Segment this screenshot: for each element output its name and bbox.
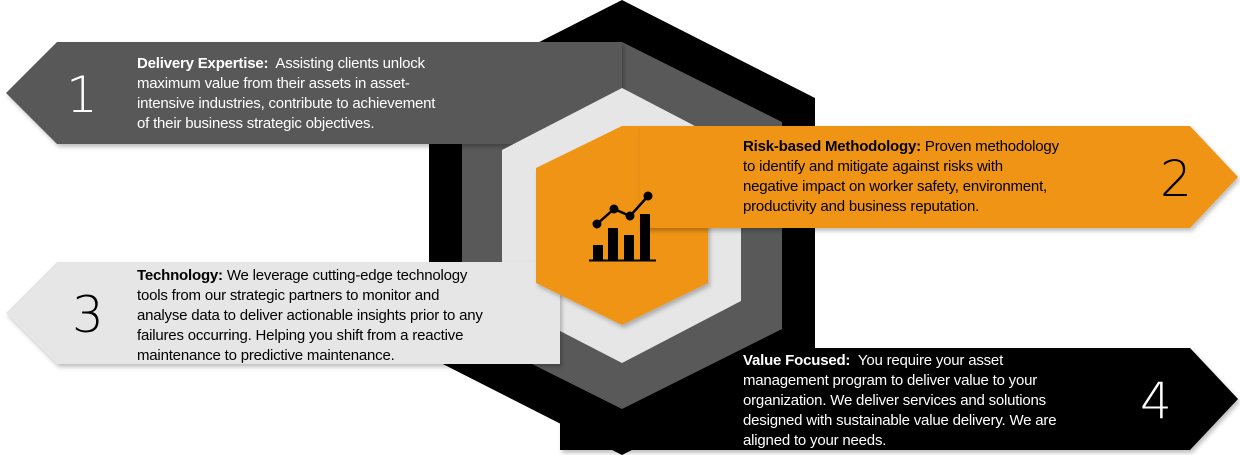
item-line: We leverage cutting-edge technology xyxy=(226,267,468,284)
item-title: Risk-based Methodology: xyxy=(743,138,921,155)
chart-point xyxy=(643,191,653,201)
chart-bar xyxy=(608,228,618,260)
item-title: Technology: xyxy=(137,267,223,284)
chart-point xyxy=(625,211,635,221)
item-number-3: 3 xyxy=(72,286,104,344)
item-number-4: 4 xyxy=(1140,372,1172,430)
item-number-1: 1 xyxy=(66,66,98,124)
item-text-4: Value Focused: You require your asset ma… xyxy=(743,351,1057,451)
item-line: maximum value from their assets in asset… xyxy=(137,75,410,92)
item-line: designed with sustainable value delivery… xyxy=(743,412,1057,429)
item-line: management program to deliver value to y… xyxy=(743,372,1038,389)
item-line: organization. We deliver services and so… xyxy=(743,392,1046,409)
arrow-3-shape xyxy=(6,262,560,364)
chart-bar xyxy=(640,214,650,260)
item-line: of their business strategic objectives. xyxy=(137,115,375,132)
item-line: intensive industries, contribute to achi… xyxy=(137,95,436,112)
item-line: negative impact on worker safety, enviro… xyxy=(743,178,1048,195)
item-text-2: Risk-based Methodology: Proven methodolo… xyxy=(743,137,1059,217)
chart-trend-line xyxy=(596,195,649,225)
item-text-1: Delivery Expertise: Assisting clients un… xyxy=(137,54,435,134)
chart-point xyxy=(592,219,602,229)
item-line: Assisting clients unlock xyxy=(275,55,425,72)
item-line: failures occurring. Helping you shift fr… xyxy=(137,327,464,344)
item-title: Delivery Expertise: xyxy=(137,55,269,72)
item-line: productivity and business reputation. xyxy=(743,198,980,215)
item-line: to identify and mitigate against risks w… xyxy=(743,158,1003,175)
item-line: You require your asset xyxy=(857,352,1004,369)
item-line: tools from our strategic partners to mon… xyxy=(137,287,440,304)
chart-point xyxy=(609,204,619,214)
chart-bar xyxy=(593,245,603,260)
bar-chart-trend-icon xyxy=(589,191,656,262)
item-line: analyse data to deliver actionable insig… xyxy=(137,307,483,324)
item-title: Value Focused: xyxy=(743,352,851,369)
arrow-4-shape xyxy=(560,348,1238,450)
arrow-2-shape xyxy=(640,126,1238,228)
item-line: Proven methodology xyxy=(924,138,1059,155)
item-line: maintenance to predictive maintenance. xyxy=(137,347,395,364)
item-text-3: Technology: We leverage cutting-edge tec… xyxy=(137,266,483,366)
item-number-2: 2 xyxy=(1160,150,1192,208)
arrow-1-shape xyxy=(6,42,622,144)
item-line: aligned to your needs. xyxy=(743,432,887,449)
chart-bar xyxy=(624,235,634,260)
